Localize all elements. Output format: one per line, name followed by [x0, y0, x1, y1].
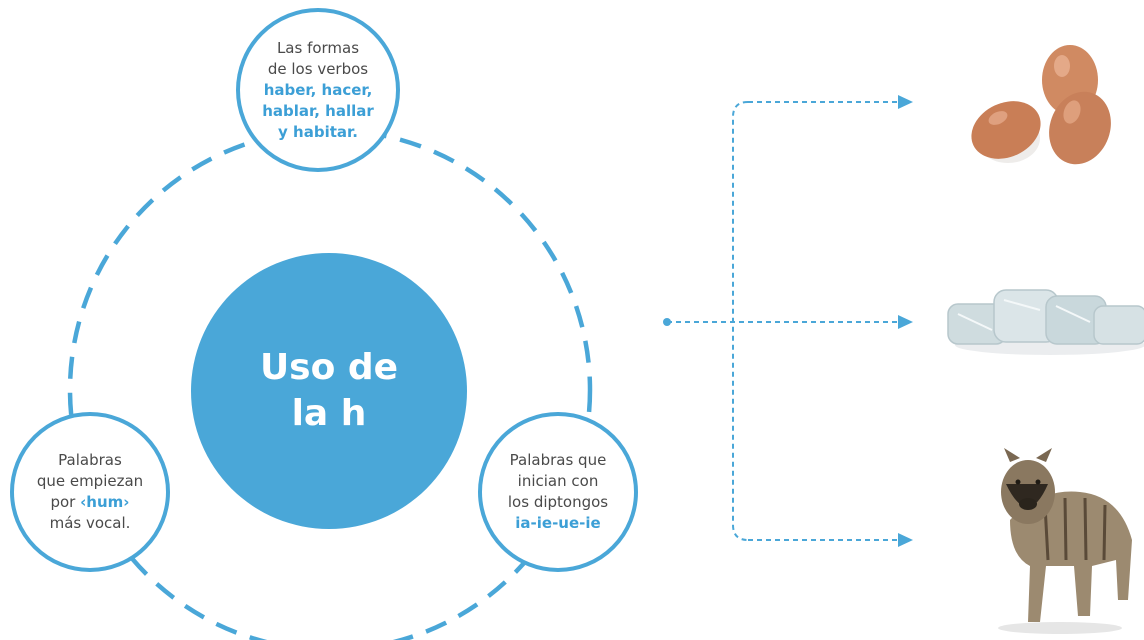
center-node: Uso de la h: [191, 253, 467, 529]
node-hum-line4: más vocal.: [49, 514, 131, 532]
node-hum-line1: Palabras: [58, 451, 122, 469]
node-diptongos: Palabras que inician con los diptongos i…: [478, 412, 638, 572]
node-verbos-highlight3: y habitar.: [278, 122, 358, 141]
arrow-head-top: [898, 95, 913, 109]
node-hum-line2: que empiezan: [36, 472, 144, 490]
node-hum-highlight: ‹hum›: [80, 493, 130, 511]
node-hum-por: por: [50, 493, 81, 511]
node-verbos-line1: Las formas: [276, 38, 360, 57]
node-verbos: Las formas de los verbos haber, hacer, h…: [236, 8, 400, 172]
node-diptongos-line1: Palabras que: [509, 451, 607, 469]
arrow-head-middle: [898, 315, 913, 329]
center-title-line1: Uso de: [259, 347, 399, 388]
eggs-image: [971, 45, 1111, 165]
node-diptongos-highlight: ia-ie-ue-ie: [515, 514, 601, 532]
hyena-image: [998, 448, 1132, 634]
node-diptongos-line2: inician con: [517, 472, 599, 490]
arrow-head-bottom: [898, 533, 913, 547]
center-title-line2: la h: [291, 393, 367, 434]
node-verbos-line2: de los verbos: [267, 59, 369, 78]
node-diptongos-line3: los diptongos: [507, 493, 609, 511]
ice-image: [947, 289, 1144, 355]
node-verbos-highlight1: haber, hacer,: [263, 80, 373, 99]
node-hum: Palabras que empiezan por ‹hum› más voca…: [10, 412, 170, 572]
node-hum-line3: por ‹hum›: [37, 492, 143, 513]
connector-dot: [663, 318, 671, 326]
branch-connector: [667, 101, 900, 541]
node-verbos-highlight2: hablar, hallar: [262, 101, 374, 120]
